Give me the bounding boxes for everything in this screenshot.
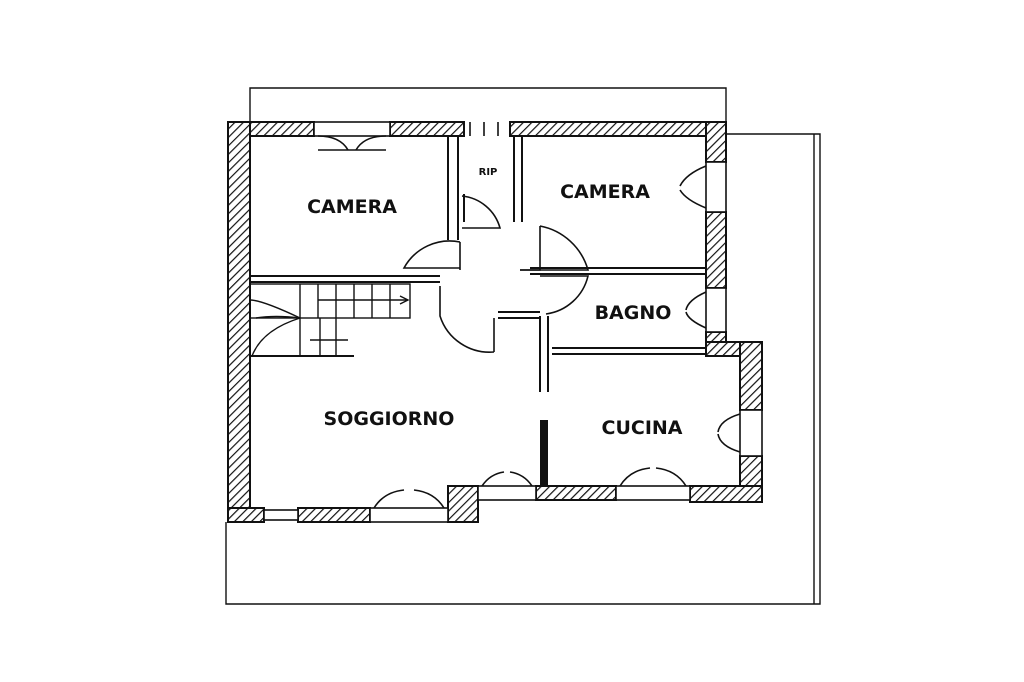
room-label-camera-left: CAMERA <box>307 196 397 218</box>
room-label-camera-right: CAMERA <box>560 181 650 203</box>
windows <box>263 121 763 523</box>
exterior-walls <box>227 121 763 523</box>
room-labels: CAMERA CAMERA RIP BAGNO SOGGIORNO CUCINA <box>307 167 683 439</box>
lot-outline <box>225 87 821 605</box>
interior-walls <box>250 136 706 486</box>
room-label-soggiorno: SOGGIORNO <box>324 408 455 430</box>
room-label-rip: RIP <box>479 167 498 178</box>
staircase <box>249 283 411 357</box>
doors <box>402 122 590 353</box>
room-label-cucina: CUCINA <box>602 417 683 439</box>
room-label-bagno: BAGNO <box>595 302 672 324</box>
